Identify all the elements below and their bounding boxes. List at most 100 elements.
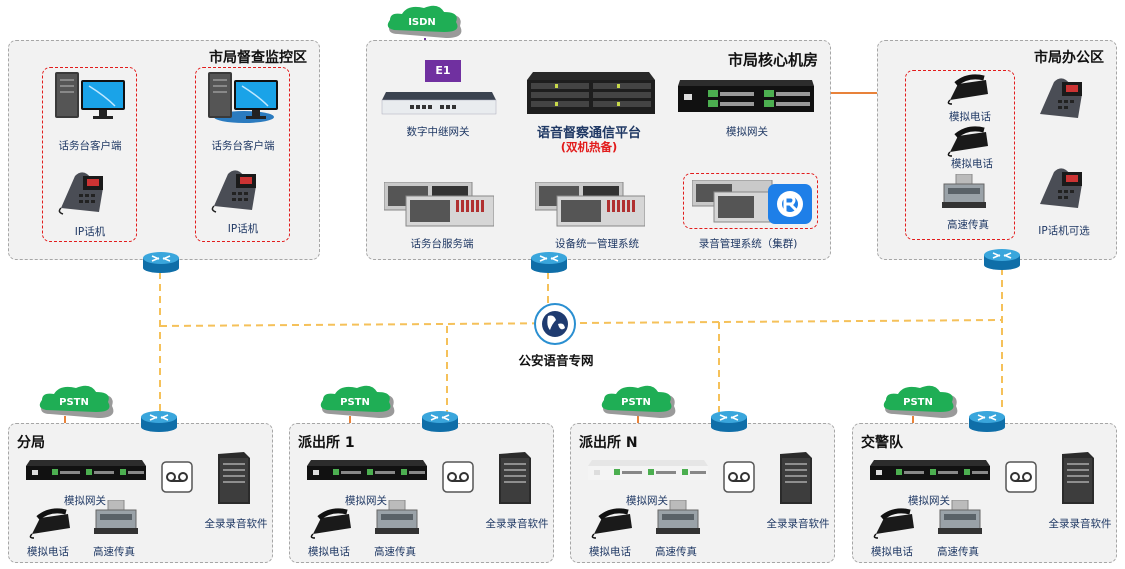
label-console-client-1: 话务台客户端 [58,140,122,152]
label-gateway: 模拟网关 [64,495,106,507]
isdn-cloud-icon: ISDN [387,5,462,38]
backbone [159,319,1003,327]
analog-phone-icon [947,74,988,105]
device-management-server-icon [535,182,645,227]
recording-server-icon [1062,452,1094,504]
ip-phone-icon [1040,78,1082,118]
e1-tag: E1 [425,60,461,82]
branch-title: 分局 [17,435,45,451]
label-fax: 高速传真 [937,546,979,558]
pstn-cloud-icon: PSTN [320,385,395,418]
analog-phone-icon [947,126,988,157]
pstn-cloud-icon: PSTN [883,385,958,418]
fax-machine-icon [942,174,986,208]
analog-gateway-icon [588,460,708,480]
label-core-analog-gateway: 模拟网关 [726,126,768,138]
label-recording-software: 全录录音软件 [204,518,268,530]
label-fax: 高速传真 [374,546,416,558]
pstn-cloud-icon: PSTN [39,385,114,418]
fax-machine-icon [375,500,419,534]
recording-tape-icon [161,461,193,493]
label-console-client-2: 话务台客户端 [211,140,275,152]
router-icon[interactable] [530,250,568,274]
analog-gateway-icon [307,460,427,480]
ip-phone-icon [211,170,256,213]
workstation-icon [55,72,125,119]
label-office-analog-phone-1: 模拟电话 [949,111,991,123]
branch-title: 交警队 [861,435,903,451]
ip-phone-icon [1040,168,1082,208]
label-gateway: 模拟网关 [626,495,668,507]
fax-machine-icon [94,500,138,534]
isdn-label: ISDN [408,17,436,28]
recording-server-icon [499,452,531,504]
zone-office: 市局办公区 [877,40,1117,260]
label-platform-note: (双机热备) [560,140,618,154]
label-ip-phone-1: IP话机 [74,226,106,238]
label-ip-phone-2: IP话机 [227,223,259,235]
analog-gateway-icon [870,460,990,480]
console-server-icon [384,182,494,227]
label-office-fax: 高速传真 [947,219,989,231]
communication-platform-icon [527,72,655,114]
router-icon[interactable] [983,247,1021,271]
recording-tape-icon [1005,461,1037,493]
label-analog-phone: 模拟电话 [871,546,913,558]
label-fax: 高速传真 [93,546,135,558]
branch-title: 派出所 N [579,435,638,451]
fax-machine-icon [656,500,700,534]
router-icon[interactable] [140,409,178,433]
analog-phone-icon [591,508,632,539]
router-icon[interactable] [421,409,459,433]
branch-container: 交警队 [852,423,1117,563]
label-recording-software: 全录录音软件 [1048,518,1112,530]
zone-title: 市局办公区 [1034,50,1104,66]
ip-phone-icon [58,172,103,215]
analog-gateway-icon [678,80,814,112]
recording-tape-icon [723,461,755,493]
private-network-links [159,268,1003,412]
label-recording-management: 录音管理系统（集群) [698,238,798,250]
recording-tape-icon [442,461,474,493]
digital-gateway-icon [381,92,497,115]
label-analog-phone: 模拟电话 [308,546,350,558]
recording-server-icon [692,180,812,224]
recording-server-icon [218,452,250,504]
router-icon[interactable] [968,409,1006,433]
label-recording-software: 全录录音软件 [485,518,549,530]
label-gateway: 模拟网关 [908,495,950,507]
client-group-1 [42,67,137,242]
zone-title: 市局督查监控区 [209,50,307,66]
label-ip-phone-optional: IP话机可选 [1038,225,1090,237]
pstn-cloud-icon: PSTN [601,385,676,418]
label-digital-gateway: 数字中继网关 [406,126,470,138]
label-device-management: 设备统一管理系统 [555,238,639,250]
fax-machine-icon [938,500,982,534]
pstn-label: PSTN [621,397,651,408]
analog-gateway-icon [26,460,146,480]
label-gateway: 模拟网关 [345,495,387,507]
label-console-server: 话务台服务端 [410,238,474,250]
label-analog-phone: 模拟电话 [589,546,631,558]
analog-phone-icon [29,508,70,539]
label-fax: 高速传真 [655,546,697,558]
pstn-label: PSTN [903,397,933,408]
label-private-network: 公安语音专网 [518,353,594,368]
client-group-2 [195,67,290,242]
router-icon[interactable] [710,409,748,433]
analog-phone-icon [873,508,914,539]
analog-phone-icon [310,508,351,539]
pstn-label: PSTN [340,397,370,408]
workstation-icon [208,72,278,123]
label-recording-software: 全录录音软件 [766,518,830,530]
label-office-analog-phone-2: 模拟电话 [951,158,993,170]
analog-devices-group [905,70,1015,240]
recording-cluster-group [683,173,818,229]
label-analog-phone: 模拟电话 [27,546,69,558]
label-platform: 语音督察通信平台 [536,126,642,141]
globe-network-icon [534,303,576,345]
pstn-label: PSTN [59,397,89,408]
zone-title: 市局核心机房 [727,51,818,69]
recording-server-icon [780,452,812,504]
router-icon[interactable] [142,250,180,274]
